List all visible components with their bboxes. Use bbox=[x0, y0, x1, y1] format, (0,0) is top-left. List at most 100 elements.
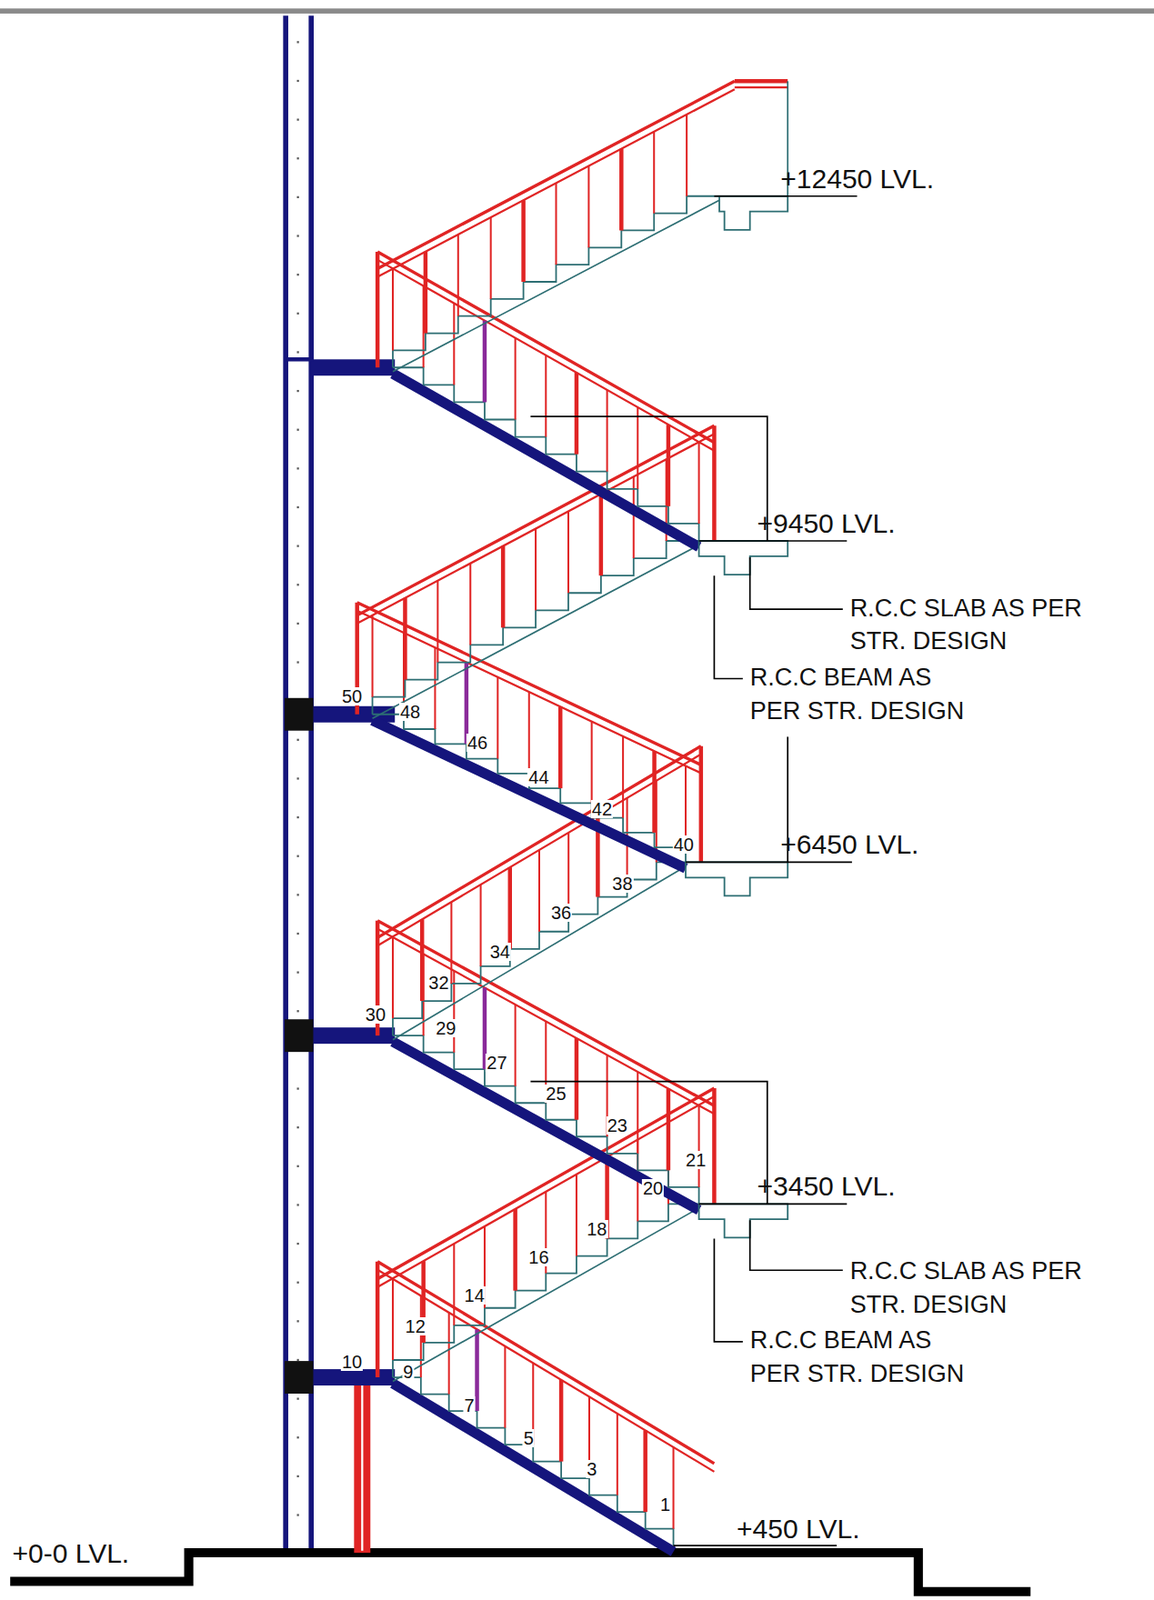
step-number: 36 bbox=[550, 903, 572, 923]
wall-hatch bbox=[297, 467, 300, 470]
wall-hatch bbox=[297, 506, 300, 509]
handrail bbox=[377, 251, 714, 443]
landing-frame bbox=[530, 416, 767, 542]
baluster bbox=[575, 1174, 578, 1257]
landing-bearing bbox=[284, 357, 313, 362]
step-number: 30 bbox=[364, 1005, 387, 1024]
handrail bbox=[377, 746, 702, 939]
baluster bbox=[436, 581, 439, 663]
baluster bbox=[574, 372, 579, 455]
wall-hatch bbox=[297, 1436, 300, 1439]
landing-slab bbox=[311, 359, 395, 376]
handrail bbox=[377, 1270, 714, 1473]
handrail bbox=[734, 79, 788, 83]
landing-slab bbox=[311, 1027, 395, 1044]
wall-hatch bbox=[297, 429, 300, 432]
baluster bbox=[482, 321, 487, 403]
wall-hatch bbox=[297, 1320, 300, 1323]
step-number: 23 bbox=[606, 1116, 629, 1135]
baluster bbox=[534, 529, 537, 612]
step-number: 46 bbox=[466, 733, 489, 753]
baluster bbox=[666, 424, 671, 507]
level-line bbox=[699, 1203, 848, 1205]
baluster bbox=[672, 1447, 675, 1530]
baluster bbox=[420, 919, 424, 1002]
wall-hatch bbox=[297, 1282, 300, 1285]
baluster bbox=[452, 303, 455, 386]
step-number: 7 bbox=[463, 1396, 476, 1415]
step-number: 27 bbox=[485, 1053, 508, 1073]
level-label: +3450 LVL. bbox=[757, 1173, 896, 1201]
wall-hatch bbox=[297, 273, 300, 276]
step-number: 29 bbox=[434, 1019, 457, 1038]
wall-hatch bbox=[297, 933, 300, 935]
level-line bbox=[685, 862, 853, 864]
wall-hatch bbox=[297, 739, 300, 742]
baluster bbox=[391, 936, 394, 1019]
step-number: 9 bbox=[401, 1363, 414, 1382]
baluster bbox=[619, 149, 623, 231]
handrail bbox=[377, 929, 714, 1115]
baluster bbox=[371, 615, 374, 698]
baluster bbox=[503, 1346, 506, 1429]
wall-hatch bbox=[297, 777, 300, 780]
note-label: R.C.C SLAB AS PER STR. DESIGN bbox=[850, 1254, 1124, 1322]
wall-hatch bbox=[297, 390, 300, 392]
wall-hatch bbox=[297, 1243, 300, 1245]
support-post bbox=[353, 1377, 371, 1554]
baluster bbox=[508, 867, 512, 950]
wall-hatch bbox=[297, 1126, 300, 1129]
baluster bbox=[622, 736, 624, 819]
baluster bbox=[452, 1244, 455, 1326]
baluster bbox=[433, 647, 436, 730]
wall-hatch bbox=[297, 1359, 300, 1362]
step-number: 3 bbox=[585, 1460, 598, 1479]
step-number: 18 bbox=[585, 1220, 608, 1239]
handrail bbox=[734, 86, 788, 89]
wall-hatch bbox=[297, 80, 300, 82]
landing-slab bbox=[311, 1369, 395, 1386]
baluster bbox=[501, 546, 505, 629]
handrail bbox=[377, 89, 735, 277]
level-label: +9450 LVL. bbox=[757, 510, 896, 538]
baluster bbox=[642, 1430, 647, 1513]
step-number: 25 bbox=[544, 1084, 567, 1104]
wall-hatch bbox=[297, 1514, 300, 1516]
level-label: +0-0 LVL. bbox=[11, 1540, 130, 1568]
baluster bbox=[599, 493, 603, 576]
baluster bbox=[521, 200, 525, 282]
wall-hatch bbox=[297, 1010, 300, 1013]
level-label: +6450 LVL. bbox=[780, 831, 919, 859]
wall-line bbox=[308, 15, 314, 1554]
wall-hatch bbox=[297, 40, 300, 43]
note-label: R.C.C SLAB AS PER STR. DESIGN bbox=[850, 592, 1124, 659]
handrail bbox=[377, 1262, 714, 1465]
baluster bbox=[391, 1278, 394, 1361]
note-label: R.C.C BEAM AS PER STR. DESIGN bbox=[750, 661, 969, 728]
baluster bbox=[496, 677, 499, 760]
baluster bbox=[652, 751, 656, 833]
step-number: 42 bbox=[591, 800, 613, 819]
level-label: +12450 LVL. bbox=[780, 165, 934, 193]
wall-hatch bbox=[297, 1398, 300, 1401]
slab-beam-outline bbox=[699, 1204, 789, 1238]
leader-line bbox=[713, 575, 743, 679]
ground-line bbox=[10, 1553, 1031, 1593]
baluster bbox=[391, 269, 394, 352]
support-post bbox=[361, 1379, 363, 1551]
level-line bbox=[699, 540, 848, 542]
slab-beam-outline bbox=[719, 196, 788, 231]
slab-beam-outline bbox=[685, 862, 788, 896]
baluster bbox=[616, 1414, 619, 1496]
step-number: 14 bbox=[463, 1286, 486, 1305]
step-number: 44 bbox=[527, 768, 550, 787]
step-number: 50 bbox=[341, 687, 363, 706]
step-number: 21 bbox=[684, 1151, 707, 1170]
baluster bbox=[474, 1329, 479, 1412]
baluster bbox=[469, 563, 472, 646]
wall-hatch bbox=[297, 661, 300, 663]
leader-line bbox=[750, 557, 843, 610]
handrail bbox=[377, 260, 714, 452]
baluster bbox=[574, 1038, 579, 1121]
